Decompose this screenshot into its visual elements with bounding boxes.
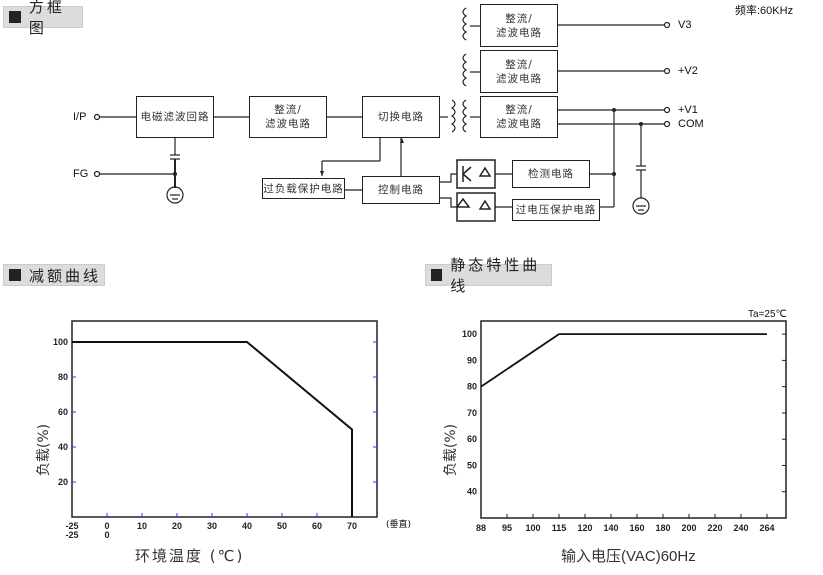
square-bullet-icon	[431, 269, 443, 281]
y-tick-label: 100	[53, 337, 68, 347]
x-tick-label: 264	[759, 523, 774, 533]
x-tick-label: 95	[502, 523, 512, 533]
section-title: 减额曲线	[29, 266, 102, 285]
output-rectifier-v2: 整流/滤波电路	[480, 50, 558, 93]
optocoupler-icons	[455, 159, 496, 222]
emi-filter-block: 电磁滤波回路	[136, 96, 214, 138]
y-tick-label: 80	[467, 382, 477, 392]
y-tick-label: 100	[462, 329, 477, 339]
x-tick-label: 20	[172, 521, 182, 531]
x-tick-label: 30	[207, 521, 217, 531]
x-tick-label: 70	[347, 521, 357, 531]
square-bullet-icon	[9, 269, 21, 281]
x-tick-label: 160	[629, 523, 644, 533]
y-tick-label: 70	[467, 408, 477, 418]
frequency-label: 频率:60KHz	[735, 5, 794, 17]
output-rectifier-v3: 整流/滤波电路	[480, 4, 558, 47]
static-annotation: Ta=25℃	[748, 309, 787, 320]
x-tick-label-row2: -25	[65, 530, 78, 540]
output-rectifier-v1: 整流/滤波电路	[480, 96, 558, 138]
x-tick-label: 40	[242, 521, 252, 531]
overload-protection-block: 过负载保护电路	[262, 178, 345, 199]
x-note: (垂直)	[386, 520, 412, 530]
x-tick-label: 200	[681, 523, 696, 533]
static-xlabel: 输入电压(VAC)60Hz	[561, 548, 696, 565]
derating-line	[72, 341, 353, 517]
y-tick-label: 50	[467, 460, 477, 470]
detection-block: 检测电路	[512, 160, 590, 188]
x-tick-label-row2: 0	[104, 530, 109, 540]
ovp-block: 过电压保护电路	[512, 199, 600, 221]
ip-label: I/P	[73, 111, 87, 123]
x-tick-label: 120	[577, 523, 592, 533]
section-title: 静态特性曲线	[450, 256, 541, 295]
x-tick-label: 10	[137, 521, 147, 531]
section-static: 静态特性曲线	[425, 256, 552, 295]
x-tick-label: 100	[525, 523, 540, 533]
x-tick-label: 88	[476, 523, 486, 533]
y-tick-label: 80	[58, 372, 68, 382]
x-tick-label: 240	[733, 523, 748, 533]
fg-label: FG	[73, 168, 89, 180]
derating-xlabel: 环境温度 (℃)	[135, 547, 245, 565]
y-tick-label: 40	[467, 487, 477, 497]
square-bullet-icon	[9, 11, 21, 23]
output-v3-label: V3	[678, 19, 692, 31]
x-tick-label: 220	[707, 523, 722, 533]
x-tick-label: 50	[277, 521, 287, 531]
x-tick-label: 140	[603, 523, 618, 533]
y-tick-label: 60	[58, 407, 68, 417]
output-v2-label: +V2	[678, 65, 698, 77]
section-derating: 减额曲线	[3, 264, 105, 286]
output-com-label: COM	[678, 118, 704, 130]
y-tick-label: 60	[467, 434, 477, 444]
control-block: 控制电路	[362, 176, 440, 204]
section-block-diagram: 方框图	[3, 0, 83, 37]
y-tick-label: 90	[467, 355, 477, 365]
x-tick-label: 60	[312, 521, 322, 531]
plot-frame	[71, 320, 378, 518]
output-v1-label: +V1	[678, 104, 698, 116]
x-tick-label: 180	[655, 523, 670, 533]
switching-block: 切换电路	[362, 96, 440, 138]
static-ylabel: 负载(%)	[443, 423, 459, 477]
derating-ylabel: 负载(%)	[36, 423, 52, 477]
plot-frame	[480, 320, 787, 519]
static-line	[480, 333, 767, 388]
rectifier-filter-block: 整流/滤波电路	[249, 96, 327, 138]
y-tick-label: 20	[58, 477, 68, 487]
x-tick-label: 0	[104, 521, 109, 531]
x-tick-label: 115	[552, 523, 567, 533]
x-tick-label: -25	[65, 521, 78, 531]
y-tick-label: 40	[58, 442, 68, 452]
section-title: 方框图	[28, 0, 65, 37]
